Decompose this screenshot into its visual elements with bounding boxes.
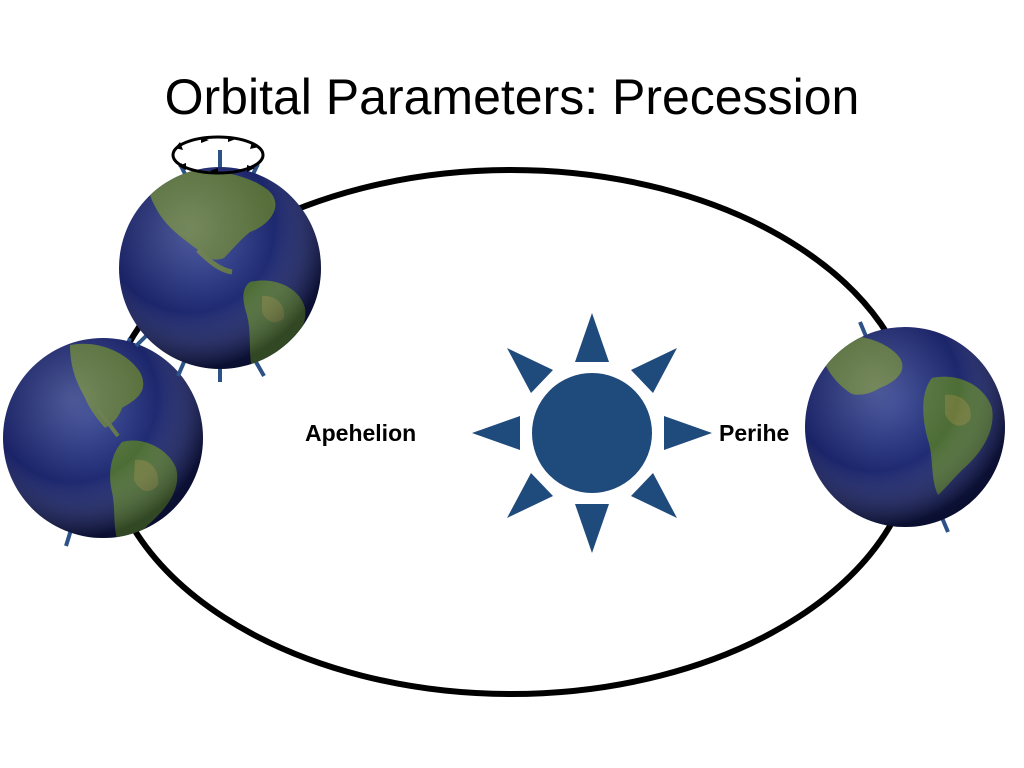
earth-globe-icon bbox=[3, 337, 203, 547]
earth-globe-icon bbox=[805, 321, 1005, 533]
precession-circle-icon bbox=[171, 135, 265, 175]
apehelion-label: Apehelion bbox=[305, 420, 416, 446]
slide-title: Orbital Parameters: Precession bbox=[164, 69, 860, 125]
sun-icon bbox=[472, 313, 712, 553]
earth-globe-icon bbox=[119, 150, 321, 382]
perihelion-label: Perihe bbox=[719, 420, 789, 446]
